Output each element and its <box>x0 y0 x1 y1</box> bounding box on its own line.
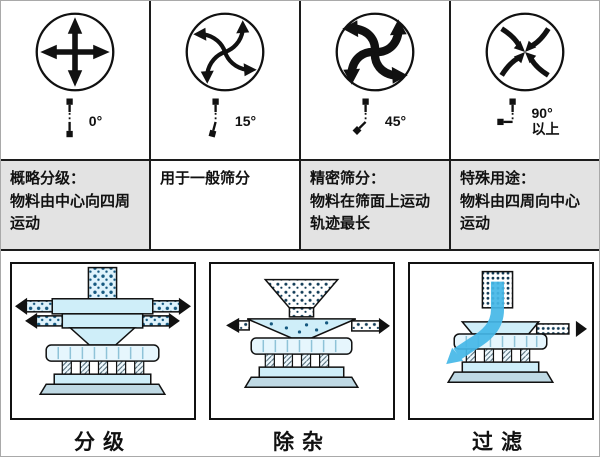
spiral-arrows-icon <box>335 12 415 92</box>
cell-desc: 物料在筛面上运动轨迹最长 <box>310 192 431 233</box>
panel-filtration <box>408 262 594 420</box>
angle-indicator-row: 90° 以上 <box>491 96 560 146</box>
angle-value: 45° <box>384 112 407 129</box>
panel-impurity-removal <box>209 262 395 420</box>
angle-value: 15° <box>234 112 257 129</box>
angle-value: 0° <box>88 112 103 129</box>
application-panels <box>1 251 599 420</box>
angle-indicator-row: 45° <box>344 96 406 146</box>
panel-grading <box>10 262 196 420</box>
cell-desc: 物料由中心向四周运动 <box>10 192 131 233</box>
panel-label-impurity-removal: 除杂 <box>273 431 331 454</box>
angle-label: 90° 以上 <box>532 105 560 137</box>
icon-area-0deg: 0° <box>1 1 149 159</box>
cell-text-15deg: 用于一般筛分 <box>151 159 299 249</box>
grading-machine-diagram <box>15 266 191 396</box>
cell-desc: 物料由四周向中心运动 <box>460 192 581 233</box>
cell-text-45deg: 精密筛分： 物料在筛面上运动轨迹最长 <box>301 159 449 249</box>
cell-title: 特殊用途： <box>460 170 536 187</box>
impurity-removal-machine-diagram <box>226 278 390 389</box>
panel-labels-row: 分级 除杂 过滤 <box>1 420 599 456</box>
cell-text-90deg: 特殊用途： 物料由四周向中心运动 <box>451 159 599 249</box>
table-column-15deg: 15° 用于一般筛分 <box>151 1 301 249</box>
panel-label-filtration: 过滤 <box>472 431 530 454</box>
cell-desc: 用于一般筛分 <box>160 170 251 187</box>
angle-value: 90° <box>531 104 553 121</box>
phase-angle-indicator-15deg <box>208 98 219 138</box>
angle-note: 以上 <box>531 121 560 137</box>
panel-label-grading: 分级 <box>74 431 132 454</box>
phase-angle-indicator-45deg <box>352 98 369 135</box>
phase-angle-indicator-0deg <box>66 98 73 138</box>
angle-indicator-row: 0° <box>48 96 102 146</box>
cell-text-0deg: 概略分级： 物料由中心向四周运动 <box>1 159 149 249</box>
table-column-45deg: 45° 精密筛分： 物料在筛面上运动轨迹最长 <box>301 1 451 249</box>
filtration-machine-diagram <box>446 270 587 383</box>
table-column-90deg: 90° 以上 特殊用途： 物料由四周向中心运动 <box>451 1 599 249</box>
phase-angle-indicator-90deg <box>496 98 516 126</box>
angle-label: 0° <box>89 113 102 129</box>
cross-arrows-icon <box>35 12 115 92</box>
inward-arrows-icon <box>485 12 565 92</box>
pinwheel-arrows-icon <box>185 12 265 92</box>
liquid-flow-arrow <box>446 281 505 365</box>
table-column-0deg: 0° 概略分级： 物料由中心向四周运动 <box>1 1 151 249</box>
cell-title: 概略分级： <box>10 170 86 187</box>
angle-indicator-row: 15° <box>194 96 256 146</box>
angle-label: 45° <box>385 113 406 129</box>
phase-angle-comparison-table: 0° 概略分级： 物料由中心向四周运动 <box>1 1 599 251</box>
icon-area-15deg: 15° <box>151 1 299 159</box>
icon-area-45deg: 45° <box>301 1 449 159</box>
angle-label: 15° <box>235 113 256 129</box>
cell-title: 精密筛分： <box>310 170 386 187</box>
icon-area-90deg: 90° 以上 <box>451 1 599 159</box>
